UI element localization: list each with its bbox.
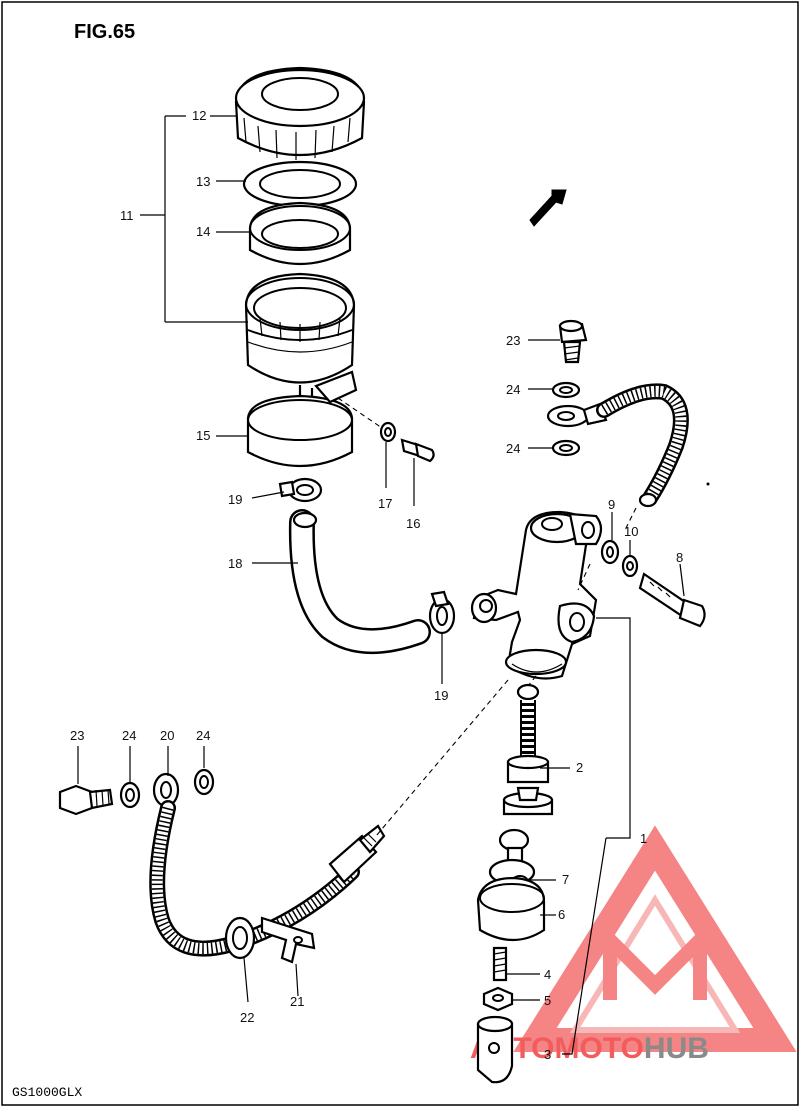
pushrod-assembly [476, 828, 546, 941]
callout-4: 4 [544, 967, 551, 982]
adjuster-rod [492, 946, 508, 982]
callout-20: 20 [160, 728, 174, 743]
callout-5: 5 [544, 993, 551, 1008]
callout-10: 10 [624, 524, 638, 539]
callout-16: 16 [406, 516, 420, 531]
callout-23-lower: 23 [70, 728, 84, 743]
washer-24-right [193, 768, 215, 796]
banjo-bolt-lower [58, 784, 114, 816]
reservoir-band [246, 370, 358, 467]
callout-7: 7 [562, 872, 569, 887]
callout-24-right: 24 [196, 728, 210, 743]
callout-19-upper: 19 [228, 492, 242, 507]
reservoir-hose [288, 509, 431, 654]
callout-17: 17 [378, 496, 392, 511]
piston [502, 786, 554, 816]
assembly-lines [375, 507, 637, 837]
washer-24-left [119, 781, 141, 809]
bolt-8 [638, 572, 706, 628]
callout-21: 21 [290, 994, 304, 1009]
callout-15: 15 [196, 428, 210, 443]
washer-9 [600, 539, 620, 565]
watermark-triangle [513, 825, 797, 1052]
washer-10 [621, 554, 639, 578]
callout-9: 9 [608, 497, 615, 512]
callout-19-lower: 19 [434, 688, 448, 703]
callout-24-left: 24 [122, 728, 136, 743]
reservoir-cap [234, 66, 366, 160]
callout-11: 11 [120, 208, 134, 223]
washer-24-upper [551, 381, 581, 399]
piston-cup [506, 754, 550, 784]
watermark-m-letter [603, 923, 707, 1000]
master-cylinder [470, 510, 603, 680]
callout-23-upper: 23 [506, 333, 520, 348]
hose-grommet [224, 916, 256, 960]
callout-14: 14 [196, 224, 210, 239]
clevis [476, 1015, 514, 1084]
bolt-16 [400, 438, 435, 463]
washer-24-lower [551, 439, 581, 457]
callout-24-upper: 24 [506, 382, 520, 397]
hose-clamp-lower [428, 590, 456, 635]
brake-hose-lower [149, 772, 386, 957]
callout-labels: 12 13 14 11 15 17 16 19 18 19 23 24 24 9… [70, 108, 683, 1062]
watermark-text-hub: HUB [644, 1032, 709, 1065]
callout-18: 18 [228, 556, 242, 571]
callout-3: 3 [544, 1047, 551, 1062]
hose-bracket [260, 916, 316, 964]
watermark-logo [513, 825, 797, 1052]
model-code: GS1000GLX [12, 1085, 82, 1100]
callout-6: 6 [558, 907, 565, 922]
callout-1: 1 [640, 831, 647, 846]
callout-2: 2 [576, 760, 583, 775]
callout-12: 12 [192, 108, 206, 123]
callout-24-middle: 24 [506, 441, 520, 456]
diaphragm [248, 201, 352, 265]
fwd-arrow-icon: FWD [529, 189, 567, 227]
piston-spring [516, 683, 540, 756]
leader-lines [77, 115, 685, 1055]
brake-hose-upper [546, 383, 689, 508]
banjo-bolt-upper [558, 319, 588, 364]
reservoir-tank [244, 272, 356, 407]
callout-8: 8 [676, 550, 683, 565]
lock-nut [482, 986, 514, 1012]
hose-clamp-upper [278, 477, 323, 503]
callout-13: 13 [196, 174, 210, 189]
figure-title: FIG.65 [74, 21, 135, 43]
diaphragm-plate [242, 160, 358, 208]
callout-22: 22 [240, 1010, 254, 1025]
washer-17 [379, 421, 397, 443]
